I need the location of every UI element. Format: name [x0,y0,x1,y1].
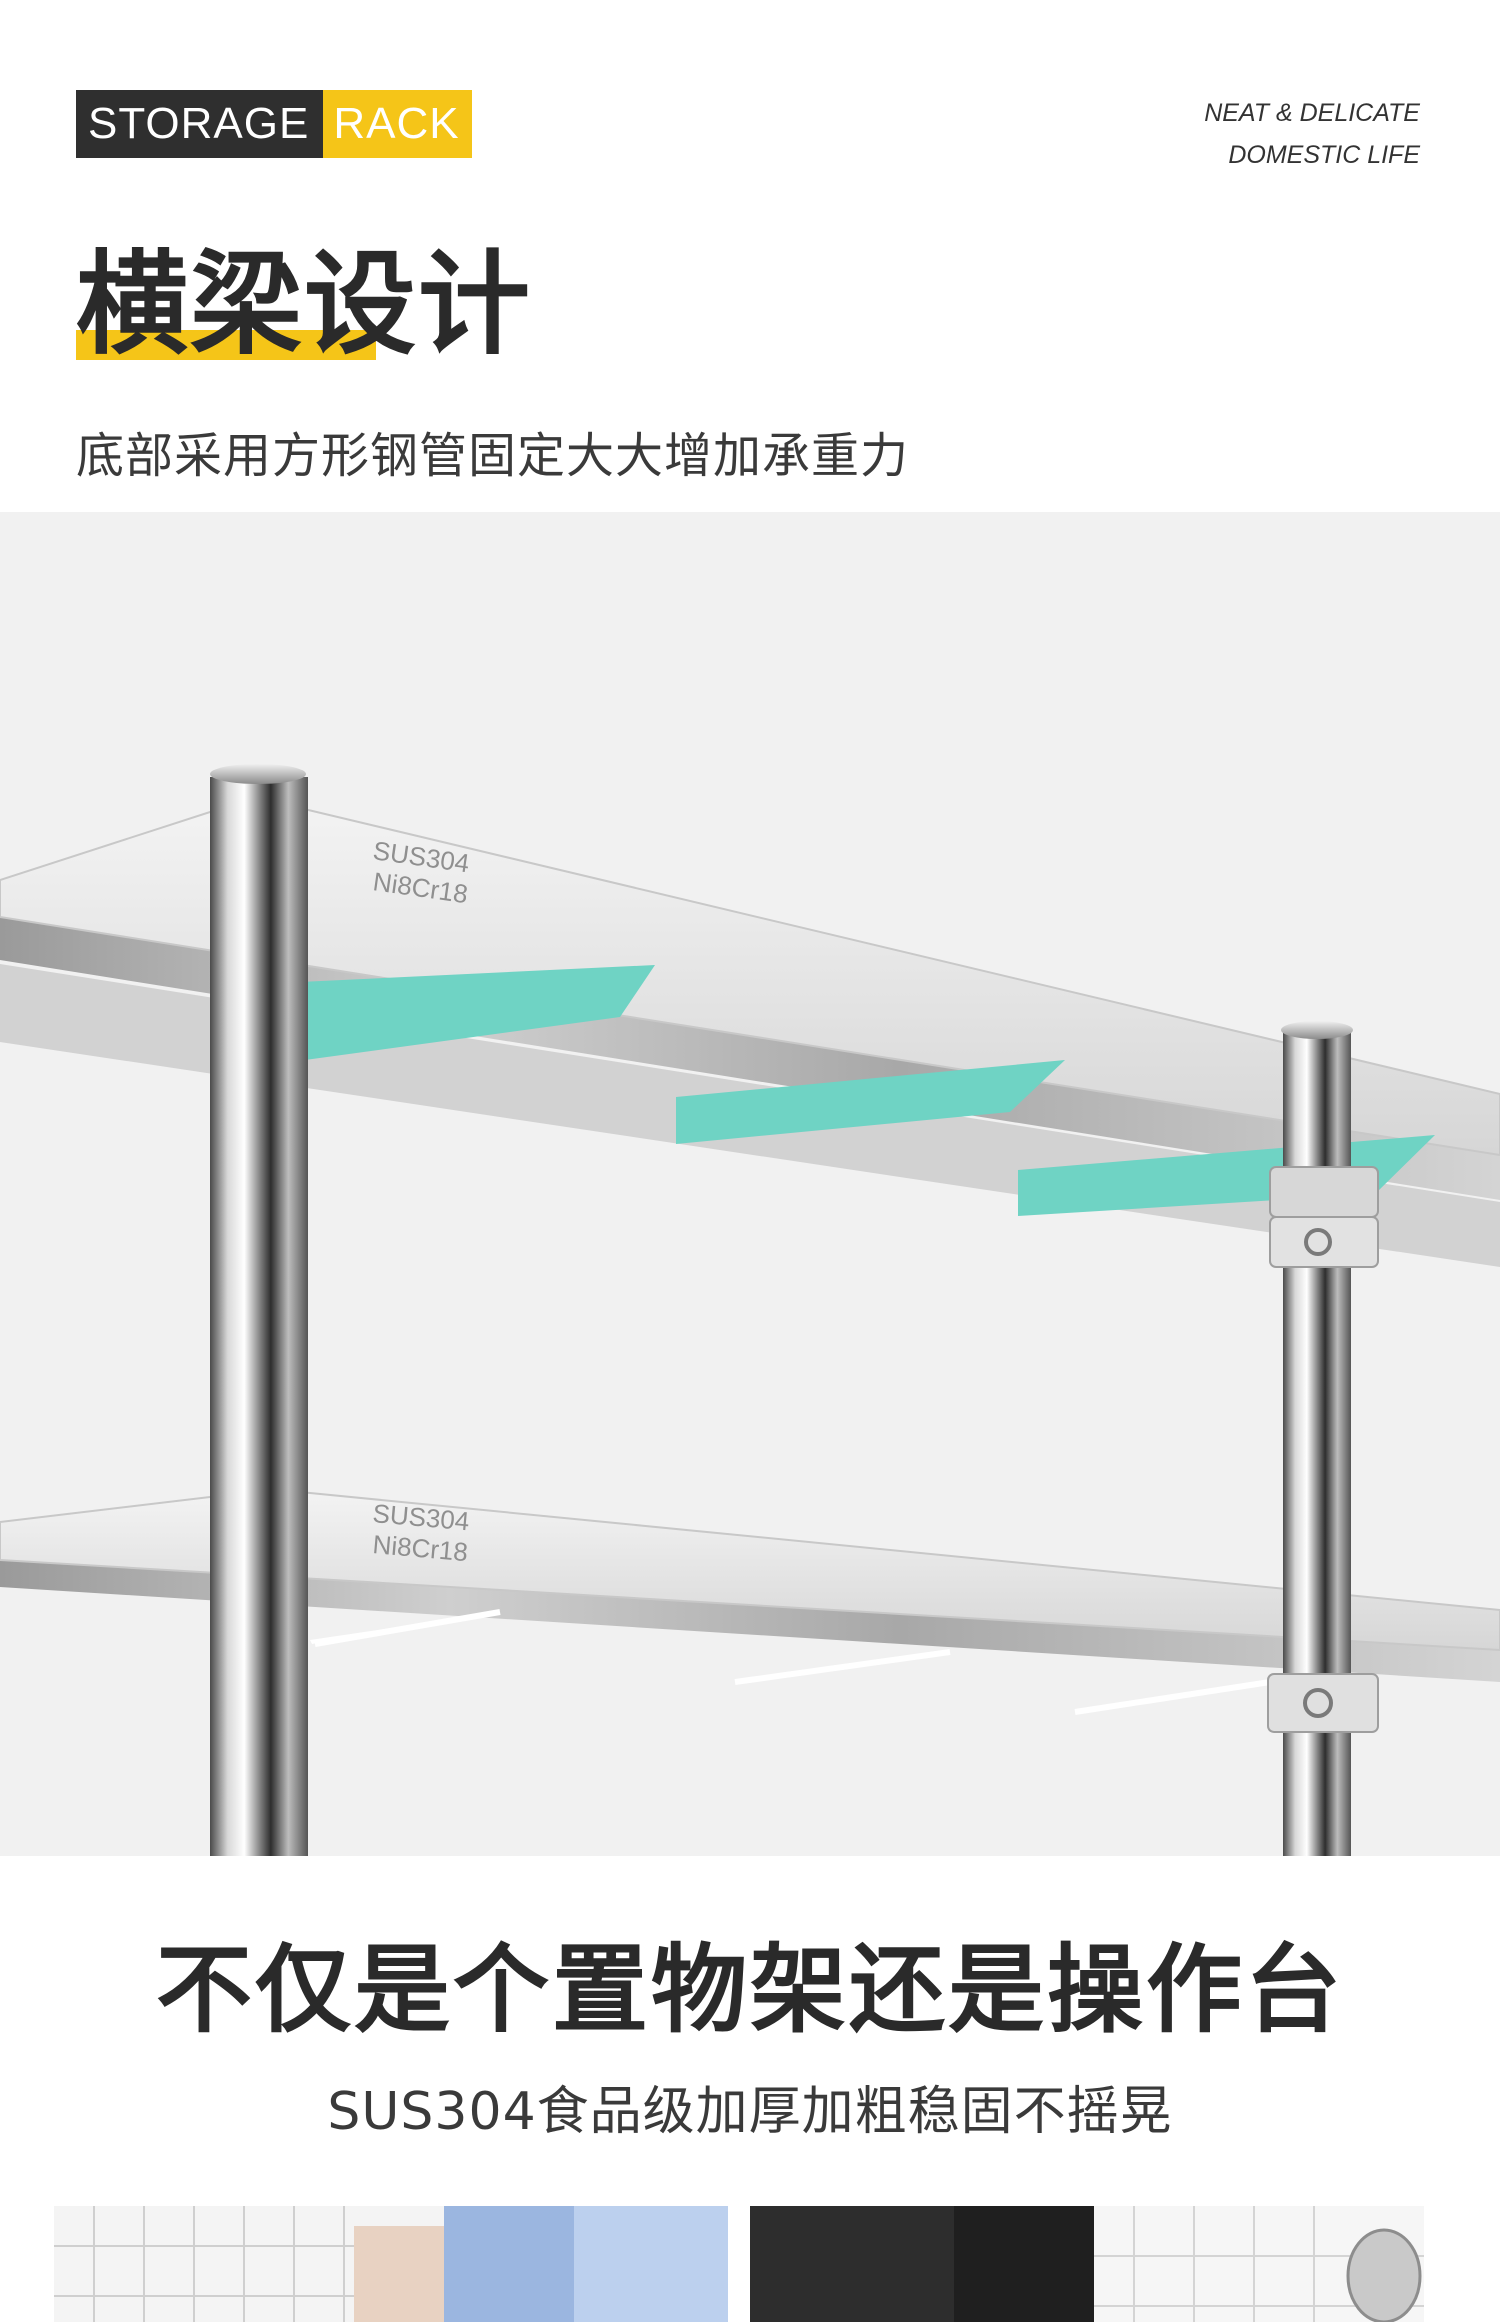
shelf-photo: SUS304 Ni8Cr18 SUS304 Ni8Cr18 [0,512,1500,1856]
section1-title: 横梁设计 [76,240,532,370]
usage-photo-right [750,2206,1424,2322]
right-pole [1267,1021,1379,1856]
lower-shelf: SUS304 Ni8Cr18 [0,1490,1500,1715]
badge-storage: STORAGE [76,90,324,158]
badge-rack: RACK [323,90,472,158]
usage-photos [54,2206,1424,2322]
brand-badge: STORAGE RACK [76,90,472,158]
upper-shelf: SUS304 Ni8Cr18 [0,806,1500,1267]
tagline-line-2: DOMESTIC LIFE [1228,141,1420,169]
left-pole [210,764,308,1856]
highlighted-beam [300,965,655,1060]
section2-subtitle: SUS304食品级加厚加粗稳固不摇晃 [327,2082,1173,2142]
highlighted-beam [676,1060,1065,1144]
tagline-line-1: NEAT & DELICATE [1204,99,1420,127]
section1-subtitle: 底部采用方形钢管固定大大增加承重力 [76,428,910,484]
usage-photo-left [54,2206,728,2322]
tagline: NEAT & DELICATE DOMESTIC LIFE [1204,92,1420,176]
title-underline [76,330,376,360]
section2-title: 不仅是个置物架还是操作台 [156,1934,1344,2046]
